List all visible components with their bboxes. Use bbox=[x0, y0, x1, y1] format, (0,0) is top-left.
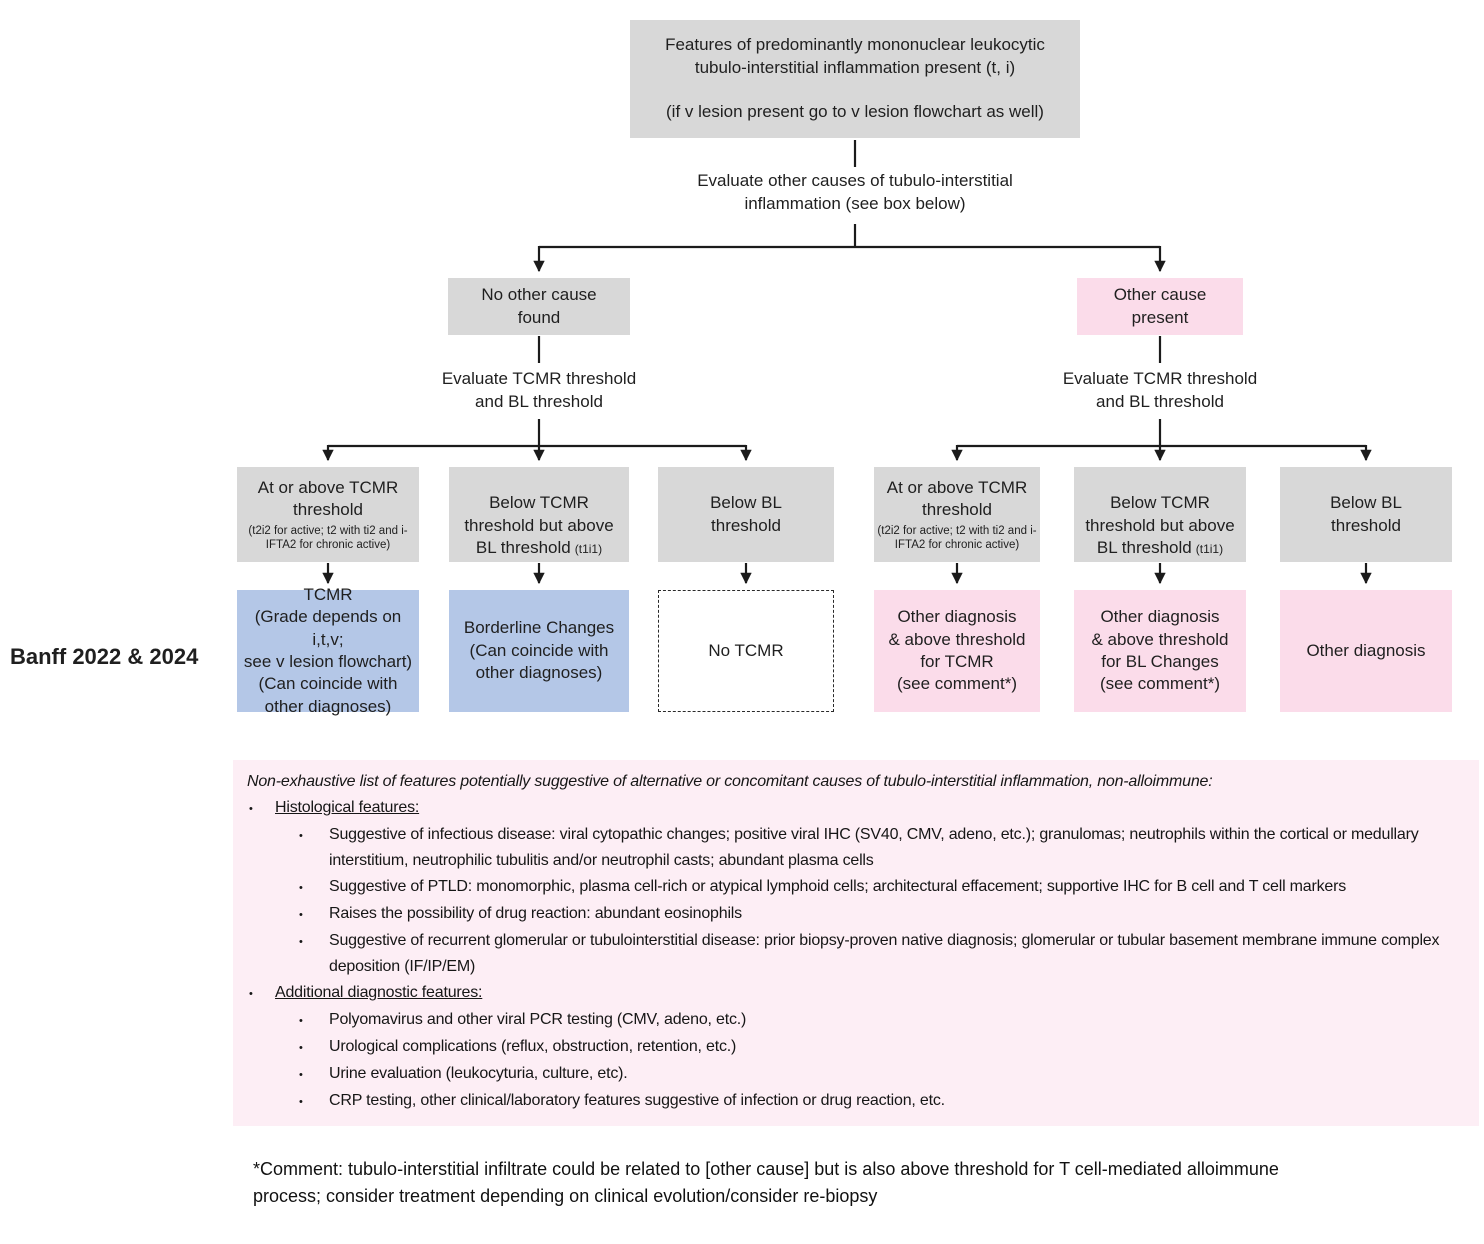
node-no-other-cause: No other cause found bbox=[448, 278, 630, 335]
panel-list-item: • Urine evaluation (leukocyturia, cultur… bbox=[247, 1061, 1465, 1088]
node-outcome-other-diagnosis-above-bl: Other diagnosis & above threshold for BL… bbox=[1074, 590, 1246, 712]
text-evaluate-thresholds-right: Evaluate TCMR threshold and BL threshold bbox=[1062, 369, 1258, 411]
text-evaluate-thresholds-left: Evaluate TCMR threshold and BL threshold bbox=[441, 369, 637, 411]
panel-list-item: • Raises the possibility of drug reactio… bbox=[247, 901, 1465, 928]
bullet-icon: • bbox=[299, 1015, 303, 1027]
panel-list-item: • Suggestive of recurrent glomerular or … bbox=[247, 928, 1465, 980]
panel-list-item: • Suggestive of infectious disease: vira… bbox=[247, 822, 1465, 874]
node-right-below-tcmr-above-bl: Below TCMR threshold but above BL thresh… bbox=[1074, 467, 1246, 562]
node-features-present: Features of predominantly mononuclear le… bbox=[630, 20, 1080, 138]
threshold-main-text: Below TCMR threshold but above BL thresh… bbox=[1085, 493, 1235, 557]
bullet-icon: • bbox=[249, 803, 253, 815]
bullet-icon: • bbox=[299, 936, 303, 948]
threshold-sub-text: (t2i2 for active; t2 with ti2 and i- IFT… bbox=[248, 524, 408, 551]
threshold-main-text: At or above TCMR threshold bbox=[257, 477, 399, 520]
bullet-icon: • bbox=[299, 882, 303, 894]
panel-list-item: • CRP testing, other clinical/laboratory… bbox=[247, 1088, 1465, 1115]
node-right-at-or-above-tcmr: At or above TCMR threshold (t2i2 for act… bbox=[874, 467, 1040, 562]
node-right-below-bl: Below BL threshold bbox=[1280, 467, 1452, 562]
alternative-causes-panel: Non-exhaustive list of features potentia… bbox=[233, 760, 1479, 1126]
banff-version-label: Banff 2022 & 2024 bbox=[10, 644, 199, 669]
bullet-icon: • bbox=[299, 909, 303, 921]
panel-list-item: • Suggestive of PTLD: monomorphic, plasm… bbox=[247, 874, 1465, 901]
node-left-below-bl: Below BL threshold bbox=[658, 467, 834, 562]
bullet-icon: • bbox=[299, 1042, 303, 1054]
text-evaluate-other-causes: Evaluate other causes of tubulo-intersti… bbox=[697, 171, 1013, 213]
bullet-icon: • bbox=[249, 988, 253, 1000]
node-left-below-tcmr-above-bl: Below TCMR threshold but above BL thresh… bbox=[449, 467, 629, 562]
node-outcome-no-tcmr: No TCMR bbox=[658, 590, 834, 712]
node-outcome-borderline-changes: Borderline Changes (Can coincide with ot… bbox=[449, 590, 629, 712]
node-left-at-or-above-tcmr: At or above TCMR threshold (t2i2 for act… bbox=[237, 467, 419, 562]
node-outcome-tcmr: TCMR (Grade depends on i,t,v; see v lesi… bbox=[237, 585, 419, 716]
footnote-comment: *Comment: tubulo-interstitial infiltrate… bbox=[253, 1159, 1279, 1206]
threshold-sub-text: (t2i2 for active; t2 with ti2 and i- IFT… bbox=[877, 524, 1037, 551]
threshold-sub-text: (t1i1) bbox=[1195, 541, 1224, 556]
node-outcome-other-diagnosis-above-tcmr: Other diagnosis & above threshold for TC… bbox=[874, 590, 1040, 712]
panel-section-header: • Additional diagnostic features: bbox=[247, 980, 1465, 1007]
threshold-main-text: Below TCMR threshold but above BL thresh… bbox=[464, 493, 614, 557]
threshold-sub-text: (t1i1) bbox=[574, 541, 603, 556]
node-outcome-other-diagnosis: Other diagnosis bbox=[1280, 590, 1452, 712]
bullet-icon: • bbox=[299, 1096, 303, 1108]
bullet-icon: • bbox=[299, 1069, 303, 1081]
panel-list-item: • Polyomavirus and other viral PCR testi… bbox=[247, 1007, 1465, 1034]
panel-title: Non-exhaustive list of features potentia… bbox=[247, 773, 1213, 790]
node-other-cause-present: Other cause present bbox=[1077, 278, 1243, 335]
threshold-main-text: At or above TCMR threshold bbox=[886, 477, 1028, 520]
bullet-icon: • bbox=[299, 830, 303, 842]
panel-list-item: • Urological complications (reflux, obst… bbox=[247, 1034, 1465, 1061]
panel-section-header: • Histological features: bbox=[247, 795, 1465, 822]
